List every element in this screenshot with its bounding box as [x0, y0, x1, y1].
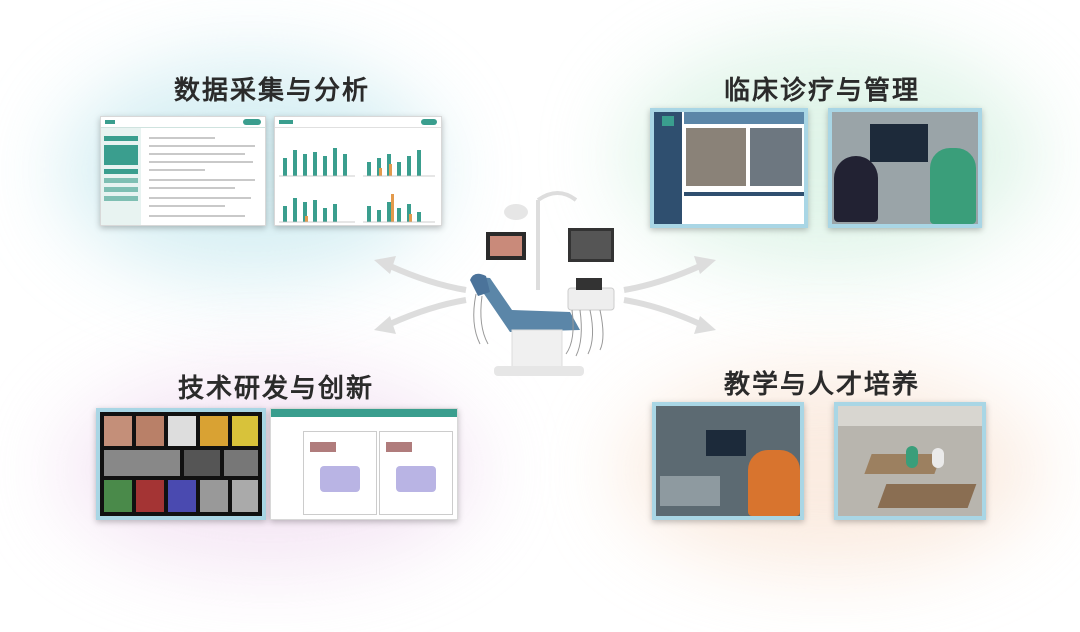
imaging-grid-screenshot — [96, 408, 266, 520]
vr-training-photo — [652, 402, 804, 520]
implant-planning-screenshot — [270, 408, 458, 520]
heading-research-innovation: 技术研发与创新 — [178, 374, 375, 404]
arrow-icon — [623, 256, 716, 334]
heading-teaching-training: 教学与人才培养 — [724, 370, 921, 400]
heading-data-collection: 数据采集与分析 — [174, 76, 371, 106]
arrow-icon — [374, 256, 467, 334]
doctor-viewing-screen-photo — [828, 108, 982, 228]
dental-chair-illustration — [470, 191, 615, 376]
home-icon — [662, 116, 674, 126]
heading-clinical-management: 临床诊疗与管理 — [724, 76, 921, 106]
telemedicine-screenshot — [650, 108, 808, 228]
data-table-screenshot — [100, 116, 266, 226]
classroom-photo — [834, 402, 986, 520]
bar-chart-screenshot — [274, 116, 442, 226]
mini-bar-charts — [279, 148, 435, 223]
